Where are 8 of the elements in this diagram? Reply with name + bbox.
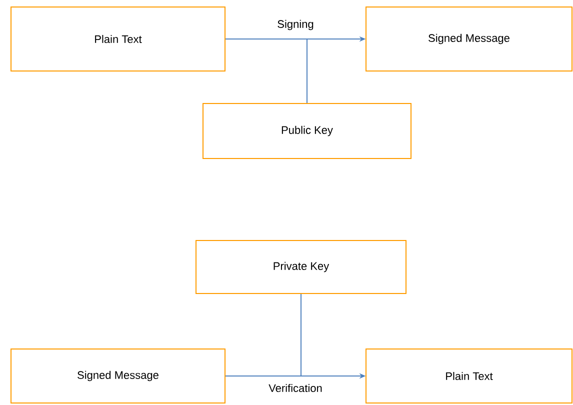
- process-box: Private Key: [196, 240, 406, 294]
- process-box: Plain Text: [10, 6, 226, 72]
- edge-label: Signing: [276, 18, 315, 32]
- process-box: Plain Text: [366, 348, 572, 404]
- edge-label: Verification: [268, 382, 324, 394]
- process-box: Signed Message: [10, 348, 226, 404]
- process-box: Signed Message: [366, 6, 572, 72]
- process-box: Public Key: [202, 103, 412, 159]
